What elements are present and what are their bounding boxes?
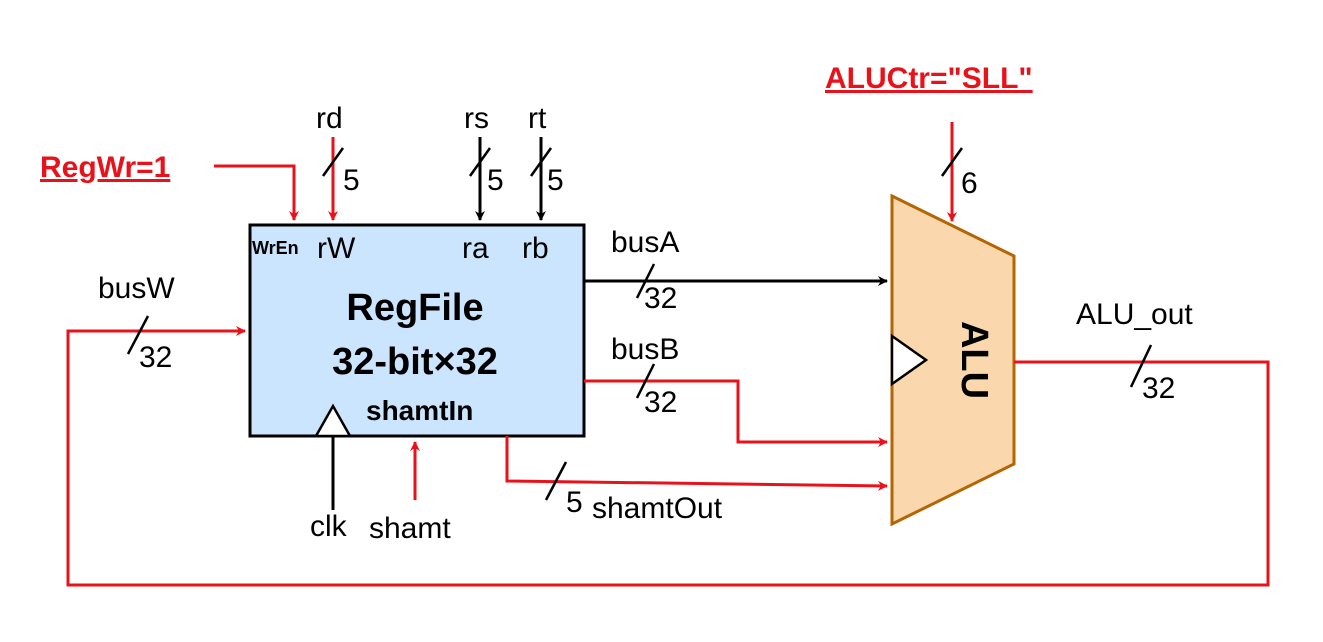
aluctr-label: ALUCtr="SLL" [825,62,1033,95]
busB-wire [584,379,888,447]
regwr-label: RegWr=1 [40,151,170,184]
rt-label: rt [528,102,547,135]
busA-label: busA [611,226,679,259]
port-wren-label: WrEn [252,238,299,258]
rt-width-slash [529,147,553,177]
busB-width-slash [635,363,656,399]
rs-label: rs [464,102,489,135]
port-rb-label: rb [522,232,549,265]
rd-width: 5 [343,164,360,197]
busA-width-slash [635,263,656,299]
feedback-wire [66,326,1270,587]
regwr-wire [214,164,299,221]
rs-width: 5 [487,164,504,197]
shamtOut-label: shamtOut [592,492,723,525]
alu-clock-triangle-icon [890,333,929,387]
alu-out-width-slash [1129,344,1153,388]
alu-out-width: 32 [1142,372,1175,405]
aluctr-width-slash [940,147,964,177]
busB-width: 32 [644,386,677,419]
shamt-in-label: shamtIn [366,395,473,426]
alu-block [890,193,1016,527]
busA-width: 32 [644,282,677,315]
regfile-subtitle: 32-bit×32 [332,341,498,383]
port-ra-label: ra [462,232,489,265]
regfile-block [248,223,586,438]
shamt-label: shamt [369,512,451,545]
rd-label: rd [316,102,343,135]
rd-width-slash [321,147,345,177]
busW-width-slash [126,315,150,355]
port-rw-label: rW [317,232,356,265]
shamtOut-width: 5 [566,486,583,519]
busW-width: 32 [139,341,172,374]
alu-label: ALU [953,321,995,399]
busB-label: busB [611,333,679,366]
aluctr-width: 6 [961,167,978,200]
rt-width: 5 [547,164,564,197]
regfile-title: RegFile [346,287,483,329]
shamtOut-width-slash [544,461,568,501]
shamtOut-wire [505,436,888,491]
rs-width-slash [468,147,492,177]
clk-label: clk [310,510,348,543]
alu-out-label: ALU_out [1076,298,1193,331]
busW-label: busW [98,272,175,305]
